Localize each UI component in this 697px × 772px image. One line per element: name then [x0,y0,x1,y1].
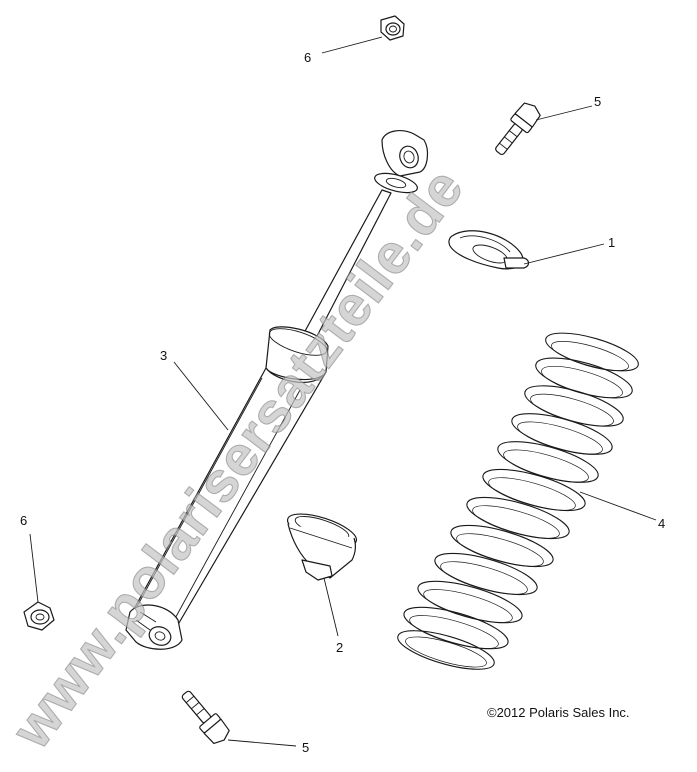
copyright-notice: ©2012 Polaris Sales Inc. [487,705,630,720]
callout-6-left: 6 [20,513,27,528]
callout-5-top: 5 [594,94,601,109]
nut-left [23,601,55,631]
callout-4: 4 [658,516,665,531]
spring-retainer-bottom [286,513,358,581]
callout-3: 3 [160,348,167,363]
coil-spring [397,332,639,670]
nut-top [380,15,405,41]
callout-1: 1 [608,235,615,250]
callout-5-bottom: 5 [302,740,309,755]
spring-retainer-top [448,230,530,270]
shock-absorber [125,130,429,650]
bolt-top [495,102,541,156]
callout-2: 2 [336,640,343,655]
watermark: www.polarisersatzteile.de [0,156,475,760]
bolt-bottom [181,690,230,745]
callout-6-top: 6 [304,50,311,65]
